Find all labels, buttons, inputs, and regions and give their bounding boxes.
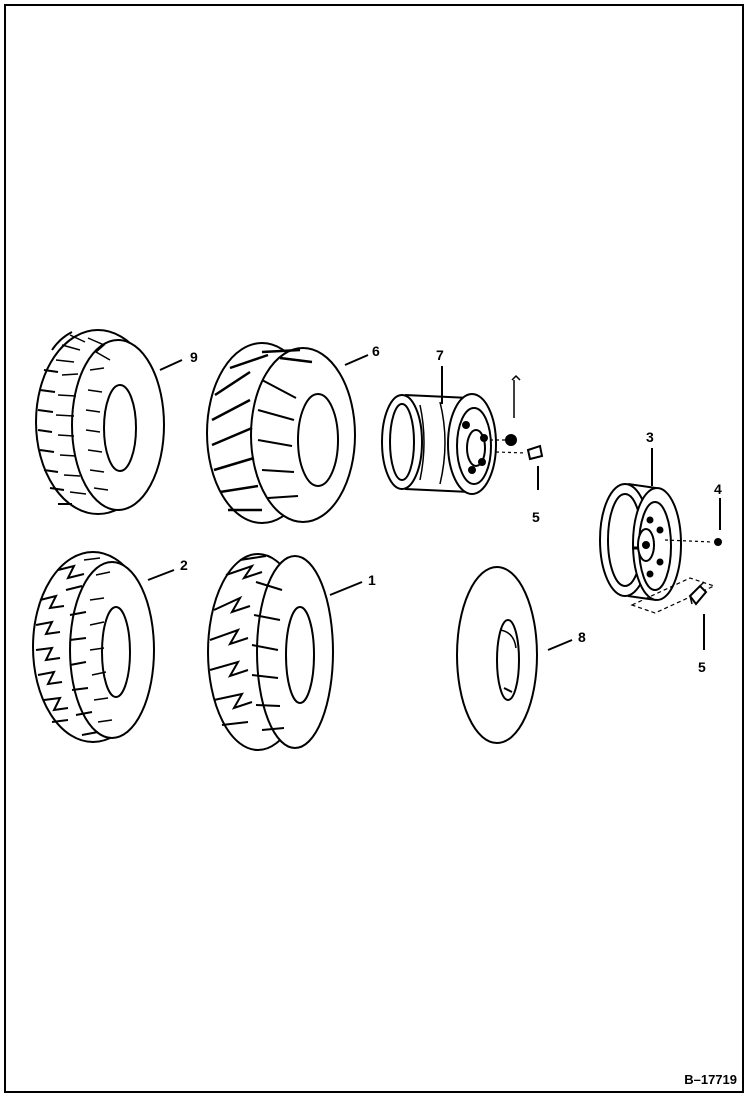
callout-7: 7 [436,347,444,363]
part-8-inner-tube [456,566,538,744]
callout-5-upper: 5 [532,509,540,525]
part-3-disc-wheel [599,483,722,601]
part-5-valve-stem-upper [490,374,544,490]
part-5-valve-stem-lower [630,577,716,614]
callout-8: 8 [578,629,586,645]
callout-9: 9 [190,349,198,365]
callouts: 9 6 7 2 1 5 3 4 5 8 [180,343,722,675]
part-6-flotation-tire [206,342,356,524]
part-1-industrial-tire [207,553,334,751]
drawing-border [4,4,744,1093]
callout-1: 1 [368,572,376,588]
callout-6: 6 [372,343,380,359]
part-7-wheel-rim [381,393,497,495]
callout-2: 2 [180,557,188,573]
callout-3: 3 [646,429,654,445]
callout-5-lower: 5 [698,659,706,675]
figure-number: B–17719 [684,1072,737,1087]
callout-4: 4 [714,481,722,497]
part-9-turf-tire [35,329,165,515]
leader-lines [147,354,721,651]
part-2-block-tread-tire [32,551,155,743]
